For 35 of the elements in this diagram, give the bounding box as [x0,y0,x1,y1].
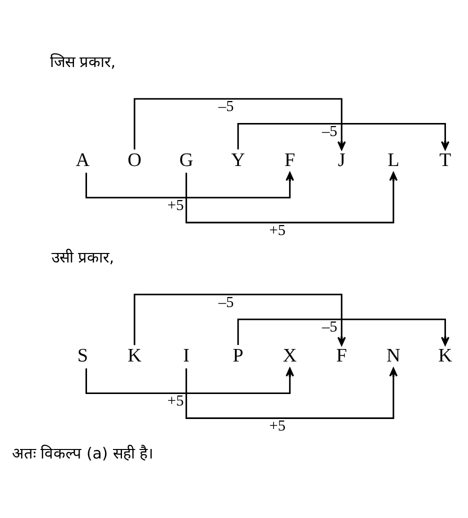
edge-label: +5 [167,392,184,410]
arrow [85,172,294,198]
edge-label: +5 [167,196,184,214]
edge-label: +5 [269,417,286,434]
node-text: F [336,346,347,367]
label: जिस प्रकार, [50,53,116,72]
node-text: P [232,346,244,367]
node-text: G [179,150,194,171]
arrow [85,368,294,394]
node-text: A [76,150,90,171]
edge-label: –5 [218,294,234,311]
node-text: I [183,346,190,367]
arrow [186,368,398,419]
arrow [134,294,346,346]
node-text: K [128,346,142,367]
node-text: L [388,150,400,171]
label: अतः विकल्प (a) सही है। [12,444,154,462]
edge-label: +5 [269,222,286,239]
node-text: F [284,150,296,171]
node-text: J [338,150,346,171]
label: उसी प्रकार, [51,248,114,267]
arrow [186,172,398,224]
node-text: X [282,346,297,367]
arrow [237,318,450,346]
node-text: K [438,346,452,367]
arrow [134,98,346,150]
node-text: Y [231,150,245,171]
edge-label: –5 [322,318,338,336]
edge-label: –5 [218,98,234,116]
node-text: S [77,346,88,367]
node-text: N [386,346,400,367]
node-text: T [439,150,452,171]
node-text: O [128,150,142,171]
arrow [237,123,450,150]
edge-label: –5 [322,123,338,140]
